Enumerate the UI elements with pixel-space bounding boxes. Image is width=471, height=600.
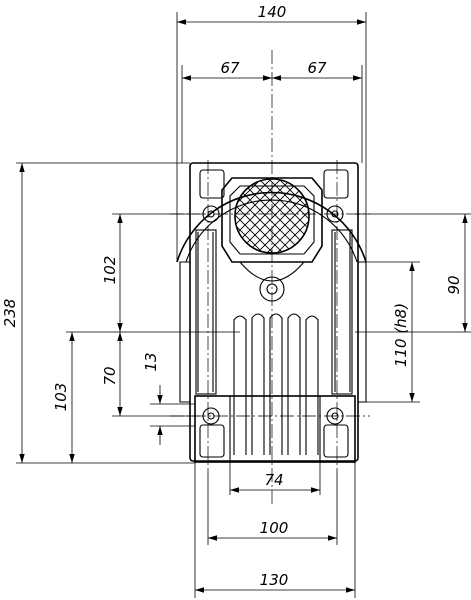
dim-103-label: 103 <box>52 383 70 412</box>
dim-67-left-label: 67 <box>220 59 240 77</box>
dim-13-label: 13 <box>142 352 160 371</box>
dim-67-right-label: 67 <box>307 59 327 77</box>
dimension-lines <box>19 19 468 593</box>
dim-74-label: 74 <box>264 471 283 489</box>
cooling-ribs <box>233 313 319 455</box>
dim-110h8-label: 110 (h8) <box>392 303 410 367</box>
bore-hatched-circle <box>234 178 310 254</box>
dim-70-label: 70 <box>101 366 119 385</box>
dim-100-label: 100 <box>260 519 289 537</box>
dim-102-label: 102 <box>101 256 119 285</box>
dim-130-label: 130 <box>260 571 289 589</box>
housing-outline <box>176 162 367 463</box>
dim-90-label: 90 <box>445 275 463 294</box>
dimension-labels: 140 67 67 238 103 102 70 13 90 110 (h8) … <box>1 3 463 589</box>
extension-lines <box>16 12 471 598</box>
dim-140-label: 140 <box>258 3 287 21</box>
center-lines <box>170 50 370 505</box>
dim-238-label: 238 <box>1 299 19 328</box>
